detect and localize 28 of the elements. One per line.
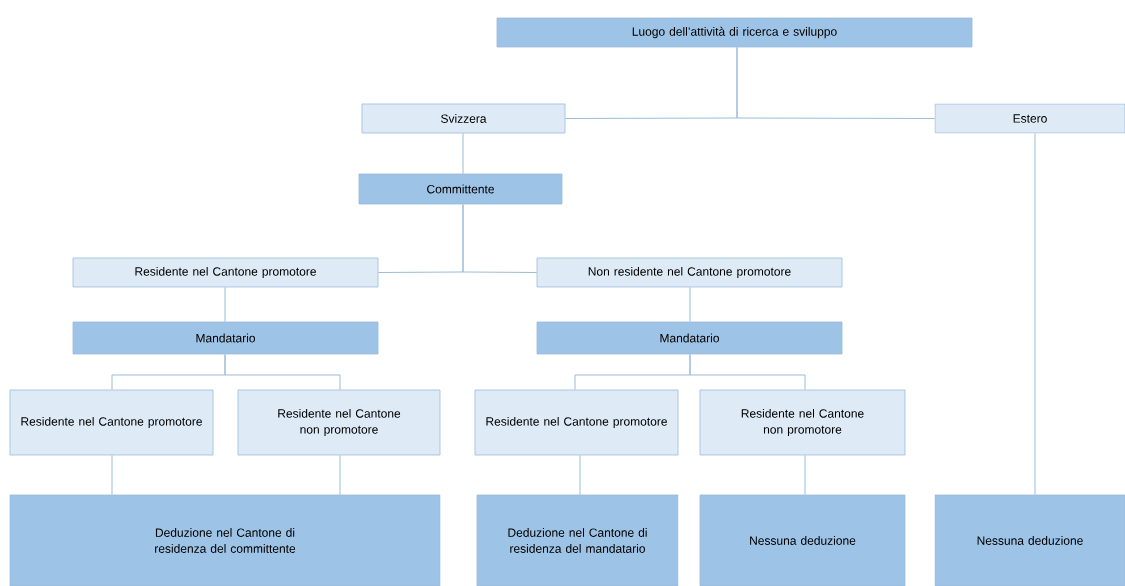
- heading-box: Mandatario: [536, 321, 843, 355]
- connector-line: [111, 454, 113, 496]
- connector-line: [1034, 132, 1036, 496]
- heading-box: Luogo dell’attività di ricerca e sviluppo: [496, 17, 973, 48]
- label-box: Residente nel Cantone promotore: [9, 389, 214, 456]
- connector-line: [224, 286, 226, 323]
- label-box: Non residente nel Cantone promotore: [536, 257, 843, 288]
- connector-line: [462, 132, 464, 175]
- heading-box: Deduzione nel Cantone di residenza del mandatario: [476, 494, 679, 586]
- heading-box: Committente: [358, 173, 563, 205]
- connector-line: [339, 454, 341, 496]
- connector-line: [736, 46, 936, 119]
- heading-box: Nessuna deduzione: [699, 494, 906, 586]
- connector-line: [224, 353, 341, 391]
- label-box: Residente nel Cantone promotore: [474, 389, 679, 456]
- heading-box: Deduzione nel Cantone di residenza del committente: [9, 494, 441, 586]
- label-box: Svizzera: [361, 103, 566, 134]
- label-box: Residente nel Cantone non promotore: [237, 389, 441, 456]
- heading-box: Mandatario: [72, 321, 379, 355]
- connector-line: [462, 203, 538, 273]
- connector-line: [689, 353, 806, 391]
- label-box: Residente nel Cantone non promotore: [699, 389, 906, 456]
- connector-line: [804, 454, 806, 496]
- heading-box: Nessuna deduzione: [934, 494, 1125, 586]
- label-box: Residente nel Cantone promotore: [72, 257, 379, 288]
- connector-line: [689, 286, 691, 323]
- connector-line: [579, 454, 581, 496]
- label-box: Estero: [934, 103, 1125, 134]
